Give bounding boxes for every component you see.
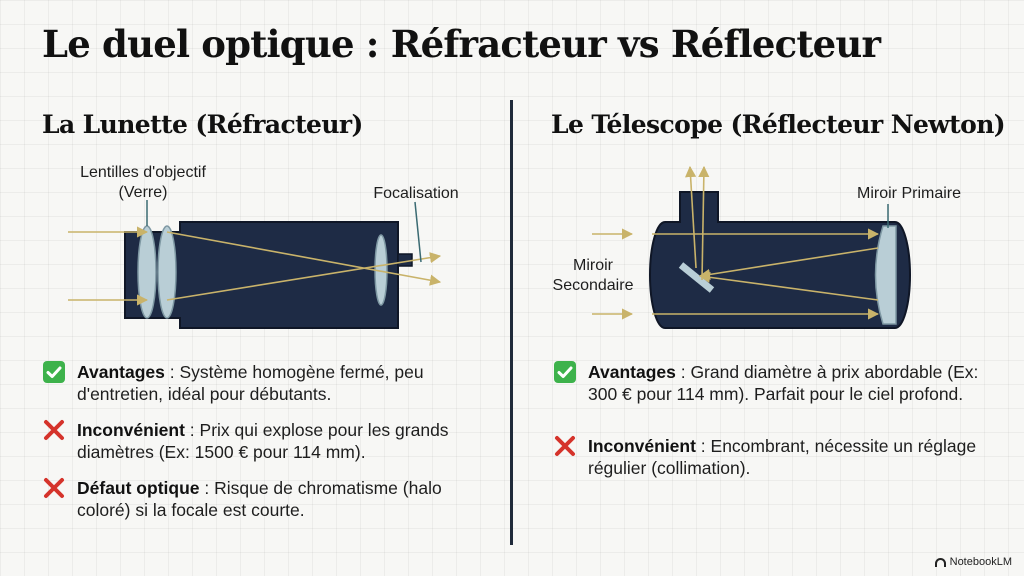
- badge-text: NotebookLM: [949, 556, 1012, 568]
- secondary-mirror-label: Miroir: [573, 257, 614, 274]
- optics-diagrams: Lentilles d'objectif (Verre) Focalisatio…: [68, 164, 961, 329]
- item-body: : Prix qui explose pour les grands diamè…: [77, 420, 449, 462]
- notebooklm-badge: NotebookLM: [934, 556, 1012, 568]
- reflector-tube: [649, 191, 911, 329]
- item-body: : Système homogène fermé, peu d'entretie…: [77, 362, 424, 404]
- primary-mirror-icon: [874, 225, 897, 325]
- refractor-tube: [124, 221, 399, 329]
- item-body: : Encombrant, nécessite un réglage régul…: [588, 436, 977, 478]
- objective-lens-label: Lentilles d'objectif: [80, 164, 206, 181]
- item-label: Avantages: [77, 362, 165, 382]
- check-mark-icon: [43, 361, 65, 383]
- list-item: Avantages : Système homogène fermé, peu …: [42, 361, 482, 405]
- item-label: Inconvénient: [77, 420, 185, 440]
- refractor-heading: La Lunette (Réfracteur): [42, 110, 363, 139]
- focus-label: Focalisation: [373, 185, 458, 202]
- secondary-mirror-icon: [678, 262, 715, 293]
- primary-mirror-label: Miroir Primaire: [857, 185, 961, 202]
- objective-lens-icon: [137, 225, 157, 319]
- label-pointer: [414, 201, 422, 263]
- cross-mark-icon: [44, 478, 64, 498]
- notebooklm-logo-icon: [934, 557, 946, 567]
- column-divider: [510, 100, 513, 545]
- refractor-drawtube: [397, 253, 413, 267]
- item-text: Défaut optique : Risque de chromatisme (…: [77, 477, 482, 521]
- item-text: Inconvénient : Encombrant, nécessite un …: [588, 435, 993, 479]
- light-ray: [698, 247, 879, 280]
- light-ray: [166, 231, 442, 286]
- objective-lens-icon: [157, 225, 177, 319]
- light-ray: [698, 165, 710, 281]
- refractor-diagram: Lentilles d'objectif (Verre) Focalisatio…: [68, 164, 459, 329]
- light-ray: [698, 271, 879, 301]
- list-item: Inconvénient : Encombrant, nécessite un …: [553, 435, 993, 479]
- cross-mark-icon: [555, 436, 575, 456]
- item-text: Avantages : Système homogène fermé, peu …: [77, 361, 482, 405]
- list-item: Inconvénient : Prix qui explose pour les…: [42, 419, 482, 463]
- item-body: : Risque de chromatisme (halo coloré) si…: [77, 478, 442, 520]
- reflector-heading: Le Télescope (Réflecteur Newton): [551, 110, 1006, 139]
- item-label: Défaut optique: [77, 478, 200, 498]
- item-text: Inconvénient : Prix qui explose pour les…: [77, 419, 482, 463]
- page-title: Le duel optique : Réfracteur vs Réflecte…: [42, 22, 881, 66]
- light-ray: [685, 165, 697, 269]
- light-ray: [166, 252, 442, 301]
- cross-mark-icon: [44, 420, 64, 440]
- reflector-list: Avantages : Grand diamètre à prix aborda…: [553, 361, 993, 493]
- item-text: Avantages : Grand diamètre à prix aborda…: [588, 361, 993, 405]
- secondary-mirror-sublabel: Secondaire: [553, 277, 634, 294]
- objective-lens-sublabel: (Verre): [119, 184, 168, 201]
- check-mark-icon: [554, 361, 576, 383]
- refractor-list: Avantages : Système homogène fermé, peu …: [42, 361, 482, 535]
- item-body: : Grand diamètre à prix abordable (Ex: 3…: [588, 362, 979, 404]
- item-label: Inconvénient: [588, 436, 696, 456]
- list-item: Avantages : Grand diamètre à prix aborda…: [553, 361, 993, 405]
- reflector-diagram: Miroir Primaire Miroir Secondaire: [553, 165, 961, 329]
- item-label: Avantages: [588, 362, 676, 382]
- list-item: Défaut optique : Risque de chromatisme (…: [42, 477, 482, 521]
